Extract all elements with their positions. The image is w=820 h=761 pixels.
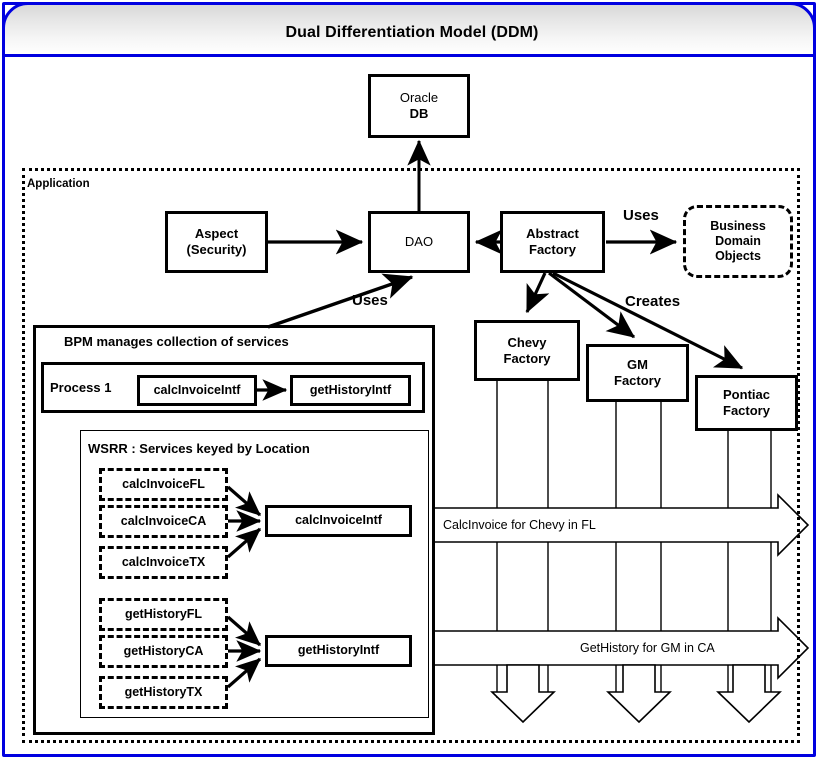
service-calcinvoicefl[interactable]: calcInvoiceFL — [99, 468, 228, 501]
wsrr-target-gethistoryintf-label: getHistoryIntf — [297, 643, 380, 658]
window-titlebar: Dual Differentiation Model (DDM) — [2, 2, 816, 57]
page-title: Dual Differentiation Model (DDM) — [285, 23, 539, 41]
edge-calcinvoicetx-to-intf — [226, 527, 262, 559]
down-arrow-pontiac — [716, 664, 782, 724]
bdo-line2: Domain — [715, 233, 761, 248]
aspect-line2: (Security) — [186, 242, 247, 257]
down-arrow-chevy — [490, 664, 556, 724]
pontiac-line2: Factory — [723, 403, 770, 418]
flow-arrow-gethistory — [433, 616, 810, 680]
wsrr-target-calcinvoiceintf[interactable]: calcInvoiceIntf — [265, 505, 412, 537]
pontiac-line1: Pontiac — [723, 387, 770, 403]
application-region-label: Application — [27, 178, 90, 190]
wsrr-title: WSRR : Services keyed by Location — [88, 441, 310, 456]
service-gethistorytx[interactable]: getHistoryTX — [99, 676, 228, 709]
chevy-line1: Chevy — [507, 334, 547, 350]
edge-gethistorytx-to-intf — [226, 657, 262, 689]
service-calcinvoicefl-label: calcInvoiceFL — [122, 476, 205, 491]
process-step-2-label: getHistoryIntf — [309, 382, 392, 397]
process-step-1[interactable]: calcInvoiceIntf — [137, 375, 257, 406]
node-pontiac-factory[interactable]: Pontiac Factory — [695, 375, 798, 431]
wsrr-container — [80, 430, 429, 718]
oracle-db-line2: DB — [409, 106, 429, 121]
flow-label-gethistory: GetHistory for GM in CA — [580, 641, 715, 655]
edge-label-uses-dao: Uses — [352, 292, 388, 309]
service-gethistoryca[interactable]: getHistoryCA — [99, 635, 228, 668]
service-calcinvoicetx[interactable]: calcInvoiceTX — [99, 546, 228, 579]
bpm-container — [33, 325, 435, 735]
service-gethistoryca-label: getHistoryCA — [123, 643, 204, 658]
node-chevy-factory[interactable]: Chevy Factory — [474, 320, 580, 381]
node-aspect-security[interactable]: Aspect (Security) — [165, 211, 268, 273]
aspect-line1: Aspect — [194, 226, 239, 242]
wsrr-target-gethistoryintf[interactable]: getHistoryIntf — [265, 635, 412, 667]
abstract-factory-line1: Abstract — [526, 226, 579, 242]
node-oracle-db[interactable]: Oracle DB — [368, 74, 470, 138]
node-dao[interactable]: DAO — [368, 211, 470, 273]
application-region — [22, 168, 800, 743]
flow-label-calcinvoice: CalcInvoice for Chevy in FL — [443, 518, 596, 532]
node-business-domain-objects[interactable]: Business Domain Objects — [683, 205, 793, 278]
service-gethistoryfl-label: getHistoryFL — [124, 606, 203, 621]
service-gethistoryfl[interactable]: getHistoryFL — [99, 598, 228, 631]
flow-arrow-calcinvoice — [433, 493, 810, 557]
dao-label: DAO — [404, 234, 434, 250]
chevy-line2: Factory — [503, 350, 551, 366]
down-arrow-gm — [606, 664, 672, 724]
service-calcinvoiceca-label: calcInvoiceCA — [120, 513, 207, 528]
edge-abstractfactory-to-gm — [548, 271, 636, 339]
edge-label-uses-bdo: Uses — [623, 207, 659, 224]
edge-label-creates: Creates — [625, 293, 681, 310]
abstract-factory-line2: Factory — [529, 242, 576, 257]
service-calcinvoicetx-label: calcInvoiceTX — [121, 554, 206, 569]
service-gethistorytx-label: getHistoryTX — [124, 684, 203, 699]
process-step-2[interactable]: getHistoryIntf — [290, 375, 411, 406]
gm-line1: GM — [627, 357, 648, 373]
bpm-title: BPM manages collection of services — [64, 334, 289, 349]
process-step-1-label: calcInvoiceIntf — [153, 382, 241, 397]
node-abstract-factory[interactable]: Abstract Factory — [500, 211, 605, 273]
edge-bpm-to-dao — [267, 273, 414, 329]
bdo-line3: Objects — [715, 249, 761, 264]
oracle-db-line1: Oracle — [399, 90, 439, 106]
bdo-line1: Business — [710, 218, 766, 233]
process-name: Process 1 — [50, 380, 112, 395]
edge-abstractfactory-to-pontiac — [552, 271, 744, 370]
node-gm-factory[interactable]: GM Factory — [586, 344, 689, 402]
process-row — [41, 362, 425, 413]
wsrr-target-calcinvoiceintf-label: calcInvoiceIntf — [295, 513, 382, 528]
edge-abstractfactory-to-chevy — [525, 272, 550, 314]
gm-line2: Factory — [614, 373, 661, 388]
service-calcinvoiceca[interactable]: calcInvoiceCA — [99, 505, 228, 538]
